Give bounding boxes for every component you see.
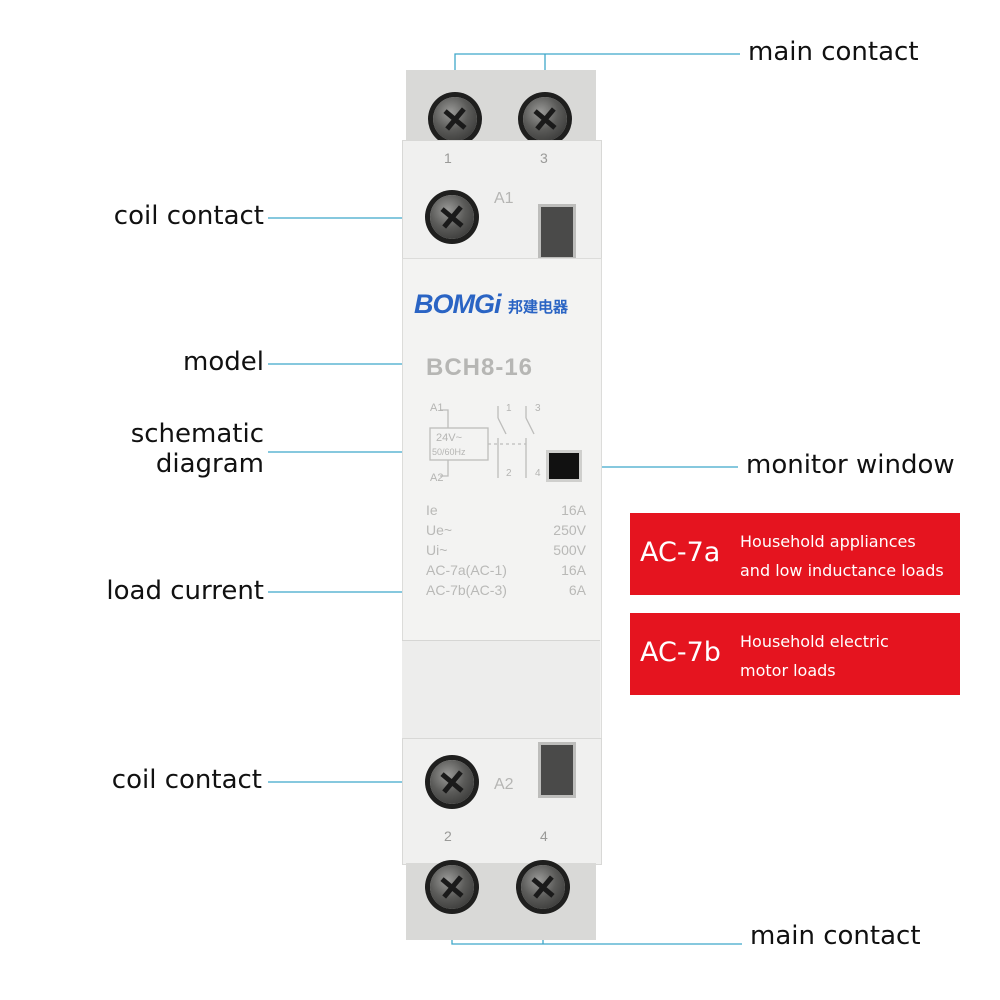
spec-label: AC-7b(AC-3) bbox=[426, 582, 507, 598]
spec-label: AC-7a(AC-1) bbox=[426, 562, 507, 578]
screw-terminal-2 bbox=[430, 865, 474, 909]
callout-load-current: load current bbox=[106, 576, 264, 606]
schematic-coil-voltage: 24V~ bbox=[436, 432, 462, 444]
bottom-slot bbox=[538, 742, 576, 798]
callout-model: model bbox=[183, 347, 264, 377]
spec-label: Ui~ bbox=[426, 542, 448, 558]
terminal-label-1: 1 bbox=[444, 150, 452, 166]
ac-box-7a: AC-7a Household appliances and low induc… bbox=[630, 513, 960, 595]
screw-coil-a2 bbox=[430, 760, 474, 804]
terminal-label-4: 4 bbox=[540, 828, 548, 844]
ac-box-desc-line1: Household electric bbox=[740, 632, 889, 651]
callout-coil-contact-bottom: coil contact bbox=[111, 765, 262, 795]
ac-box-description: Household appliances and low inductance … bbox=[740, 527, 944, 585]
ac-box-code: AC-7b bbox=[640, 637, 721, 668]
schematic-symbol bbox=[429, 406, 535, 478]
spec-value: 16A bbox=[561, 562, 586, 578]
spec-label: Ue~ bbox=[426, 522, 453, 538]
ac-box-desc-line1: Household appliances bbox=[740, 532, 916, 551]
contactor-device: 1 3 A1 BOMGi 邦建电器 BCH8-16 A1 A2 24V~ 50/… bbox=[402, 70, 602, 940]
terminal-label-3: 3 bbox=[540, 150, 548, 166]
callout-schematic-line1: schematic bbox=[130, 419, 264, 449]
schematic-pin-3: 3 bbox=[535, 403, 541, 414]
screw-terminal-3 bbox=[523, 97, 567, 141]
model-number: BCH8-16 bbox=[426, 354, 534, 381]
spec-row: Ue~ 250V bbox=[426, 522, 586, 538]
screw-terminal-1 bbox=[433, 97, 477, 141]
front-lower-band bbox=[402, 640, 600, 741]
monitor-window bbox=[546, 450, 582, 482]
ac-box-code: AC-7a bbox=[640, 537, 721, 568]
brand-logo-cn: 邦建电器 bbox=[508, 298, 569, 316]
top-slot bbox=[538, 204, 576, 260]
ac-box-description: Household electric motor loads bbox=[740, 627, 889, 685]
spec-row: Ie 16A bbox=[426, 502, 586, 518]
callout-main-contact-bottom: main contact bbox=[750, 921, 921, 951]
top-terminal-bank bbox=[406, 70, 596, 140]
schematic-a1: A1 bbox=[430, 402, 444, 414]
callout-main-contact-top: main contact bbox=[748, 37, 919, 67]
schematic-coil-frequency: 50/60Hz bbox=[432, 447, 466, 457]
screw-terminal-4 bbox=[521, 865, 565, 909]
spec-value: 250V bbox=[553, 522, 586, 538]
screw-coil-a1 bbox=[430, 195, 474, 239]
spec-value: 500V bbox=[553, 542, 586, 558]
schematic-pin-2: 2 bbox=[506, 468, 512, 479]
terminal-label-a2: A2 bbox=[494, 776, 514, 793]
callout-coil-contact-top: coil contact bbox=[113, 201, 264, 231]
spec-value: 16A bbox=[561, 502, 586, 518]
callout-monitor-window: monitor window bbox=[746, 450, 955, 480]
callout-schematic-line2: diagram bbox=[155, 448, 264, 479]
spec-row: AC-7b(AC-3) 6A bbox=[426, 582, 586, 598]
terminal-label-2: 2 bbox=[444, 828, 452, 844]
schematic-pin-4: 4 bbox=[535, 468, 541, 479]
schematic-pin-1: 1 bbox=[506, 403, 512, 414]
ac-box-7b: AC-7b Household electric motor loads bbox=[630, 613, 960, 695]
spec-label: Ie bbox=[426, 502, 438, 518]
ac-box-desc-line2: and low inductance loads bbox=[740, 561, 944, 580]
ac-box-desc-line2: motor loads bbox=[740, 661, 836, 680]
callout-schematic-diagram: schematic diagram bbox=[60, 419, 264, 480]
spec-row: AC-7a(AC-1) 16A bbox=[426, 562, 586, 578]
spec-row: Ui~ 500V bbox=[426, 542, 586, 558]
brand-logo: BOMGi bbox=[414, 289, 501, 319]
spec-value: 6A bbox=[568, 582, 586, 598]
schematic-a2: A2 bbox=[430, 472, 444, 484]
terminal-label-a1: A1 bbox=[494, 190, 514, 207]
